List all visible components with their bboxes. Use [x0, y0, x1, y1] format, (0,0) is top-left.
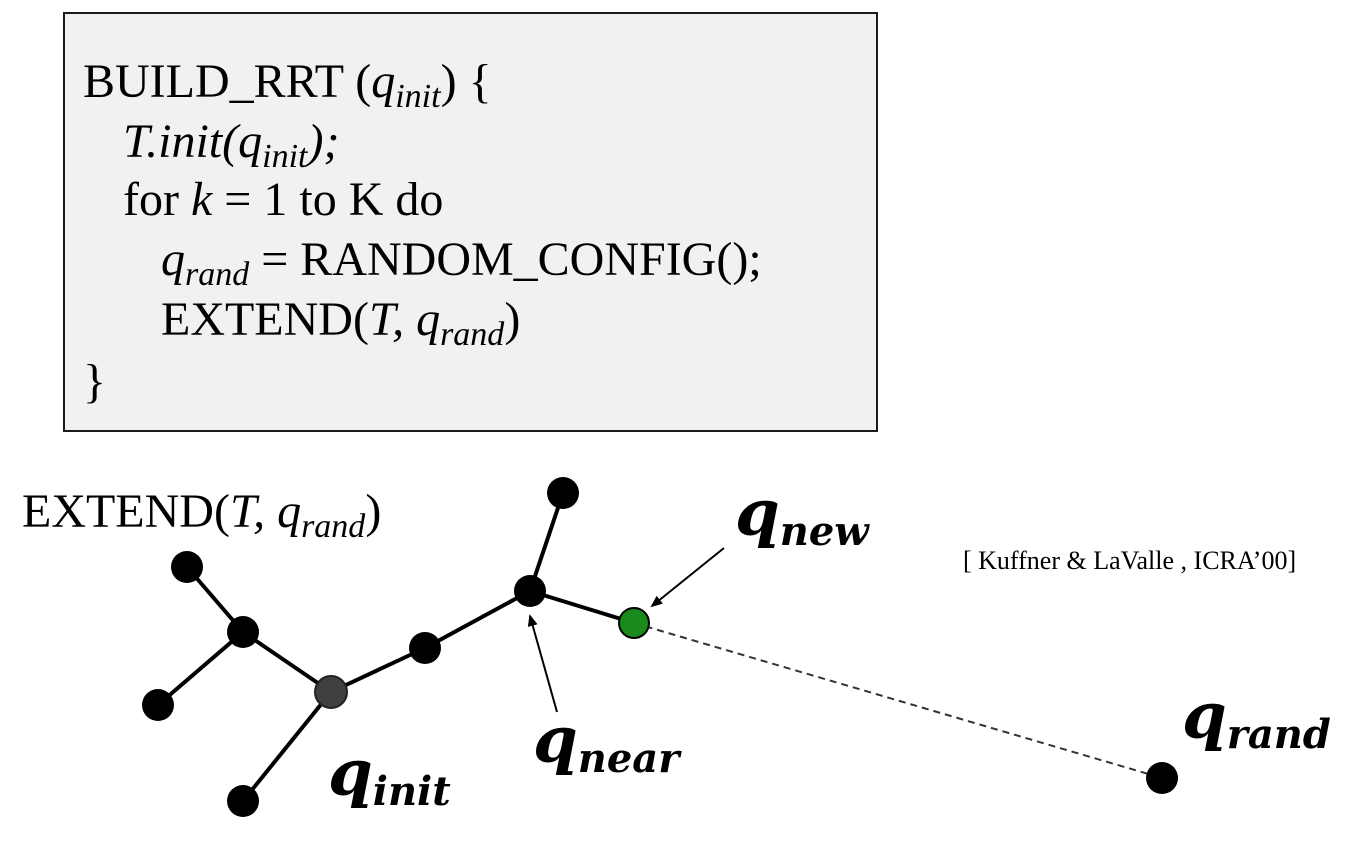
label-q-rand: qrand	[1182, 679, 1331, 758]
tree-node	[142, 689, 174, 721]
tree-node	[227, 785, 259, 817]
tree-edge	[330, 646, 426, 694]
code-line-tree-init: T.init(qinit);	[123, 115, 340, 175]
dashed-line-to-qrand	[633, 622, 1163, 779]
tree-node	[409, 632, 441, 664]
code-line-random-config: qrand = RANDOM_CONFIG();	[161, 233, 762, 293]
label-q-new: qnew	[735, 476, 870, 555]
label-q-near: qnear	[533, 703, 682, 782]
code-line-build-rrt: BUILD_RRT (qinit) {	[83, 55, 492, 115]
code-line-for-loop: for k = 1 to K do	[123, 173, 444, 226]
tree-edge	[424, 589, 531, 650]
code-line-closing-brace: }	[83, 355, 107, 408]
q-new-node	[618, 607, 650, 639]
tree-edge	[156, 630, 245, 707]
tree-node	[171, 551, 203, 583]
pseudocode-box: BUILD_RRT (qinit) { T.init(qinit); for k…	[63, 12, 878, 432]
tree-node	[547, 477, 579, 509]
tree-edge	[241, 630, 333, 694]
tree-edge	[241, 690, 333, 803]
tree-node	[227, 616, 259, 648]
tree-edge-near-to-new	[529, 589, 635, 625]
tree-edge	[528, 492, 565, 592]
extend-label: EXTEND(T, qrand)	[22, 485, 382, 545]
q-rand-node	[1146, 762, 1178, 794]
q-near-node	[514, 575, 546, 607]
q-init-node	[314, 675, 348, 709]
code-line-extend-call: EXTEND(T, qrand)	[161, 293, 521, 353]
arrow-qnew-pointer	[650, 547, 725, 608]
label-q-init: qinit	[328, 736, 451, 815]
citation: [ Kuffner & LaValle , ICRA’00]	[963, 546, 1297, 575]
arrow-qnear-pointer	[527, 614, 558, 713]
